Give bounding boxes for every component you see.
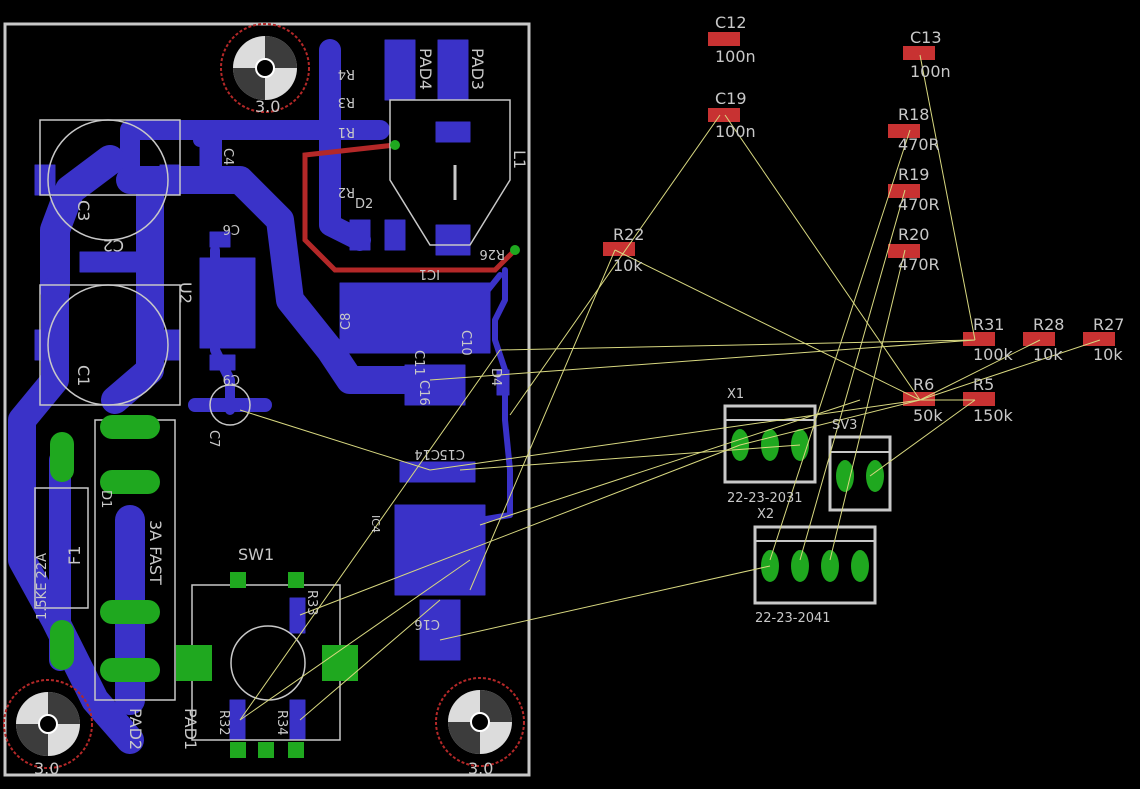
label-f1-value: 3A FAST: [146, 520, 165, 585]
connector-value: 22-23-2041: [755, 611, 831, 626]
label-sw1: SW1: [238, 545, 274, 564]
part-name: C13: [910, 28, 942, 47]
label-pad2-bottom: PAD2: [126, 708, 145, 750]
label-r33: R33: [304, 590, 319, 616]
label-r34: R34: [274, 710, 289, 736]
part-name: R5: [973, 375, 994, 394]
label-d2-value: 1.5KE 22A: [35, 553, 50, 620]
part-value: 100n: [715, 122, 756, 141]
label-f1: F1: [65, 546, 84, 565]
part-name: R22: [613, 225, 644, 244]
part-name: C19: [715, 89, 747, 108]
label-ic1: IC1: [419, 266, 440, 281]
part-value: 10k: [1033, 345, 1063, 364]
label-r2: R2: [338, 184, 355, 199]
part-name: R27: [1093, 315, 1124, 334]
label-d2: D2: [355, 197, 373, 212]
label-r26: R26: [479, 246, 505, 261]
label-c4: C4: [220, 148, 235, 165]
label-ic4: IC4: [369, 515, 382, 533]
label-l1: L1: [510, 150, 529, 169]
part-value: 470R: [898, 135, 940, 154]
label-pad1-bottom: PAD1: [181, 708, 200, 750]
silkscreen: [34, 99, 511, 741]
connector-name: X1: [727, 387, 744, 402]
label-c9: C9: [223, 371, 240, 386]
label-d1: D1: [98, 490, 113, 508]
label-c6: C6: [223, 221, 240, 236]
part-value: 470R: [898, 195, 940, 214]
part-value: 100k: [973, 345, 1014, 364]
part-value: 470R: [898, 255, 940, 274]
connector-sv3: [828, 435, 892, 512]
top-copper-trace: [302, 142, 517, 273]
part-name: R6: [913, 375, 934, 394]
through-hole-pads: [50, 140, 520, 758]
connector-value: 22-23-2031: [727, 491, 803, 506]
label-r4: R4: [338, 66, 355, 81]
label-c10: C10: [458, 330, 473, 356]
label-r1: R1: [338, 124, 355, 139]
offboard-part-labels: C12 100n C13 100n C19 100n R18 470R R19 …: [613, 13, 1124, 425]
label-d4: D4: [488, 368, 503, 386]
part-name: C12: [715, 13, 747, 32]
connector-labels: X1 22-23-2031 SV3 X2 22-23-2041: [727, 387, 857, 626]
part-value: 10k: [1093, 345, 1123, 364]
part-value: 150k: [973, 406, 1014, 425]
connector-name: X2: [757, 507, 774, 522]
label-c3: C3: [74, 200, 93, 221]
part-name: R19: [898, 165, 929, 184]
label-u2: U2: [176, 282, 195, 304]
mounting-hole-bottom-left: [3, 679, 93, 769]
connector-name: SV3: [832, 418, 857, 433]
label-c1: C1: [74, 365, 93, 386]
mounting-hole-bottom-right: [435, 677, 525, 767]
label-c11: C11: [411, 350, 426, 376]
airwires: [239, 54, 1101, 721]
mounting-hole-top: [220, 23, 310, 113]
label-c15: C15: [439, 446, 465, 461]
part-value: 10k: [613, 256, 643, 275]
label-pad4-top: PAD4: [416, 48, 435, 90]
label-pad3-top: PAD3: [468, 48, 487, 90]
part-name: R18: [898, 105, 929, 124]
hole-label: 3.0: [255, 97, 280, 116]
hole-label: 3.0: [468, 759, 493, 778]
connector-x2: [753, 525, 877, 605]
label-c7: C7: [206, 430, 221, 447]
part-name: R28: [1033, 315, 1064, 334]
label-c2: C2: [103, 236, 124, 255]
board-labels: PAD4 PAD3 L1 C3 C2 C1 U2 C4 C6 C9 C7 R4 …: [35, 48, 529, 750]
part-name: R20: [898, 225, 929, 244]
label-r32: R32: [216, 710, 231, 736]
label-c16b: C16: [414, 616, 440, 631]
label-c14: C14: [414, 446, 440, 461]
label-c8: C8: [339, 313, 354, 330]
part-value: 100n: [715, 47, 756, 66]
hole-label: 3.0: [34, 759, 59, 778]
board-outline: [3, 22, 531, 777]
label-r3: R3: [338, 94, 355, 109]
part-value: 100n: [910, 62, 951, 81]
part-name: R31: [973, 315, 1004, 334]
label-c16: C16: [416, 380, 431, 406]
part-value: 50k: [913, 406, 943, 425]
